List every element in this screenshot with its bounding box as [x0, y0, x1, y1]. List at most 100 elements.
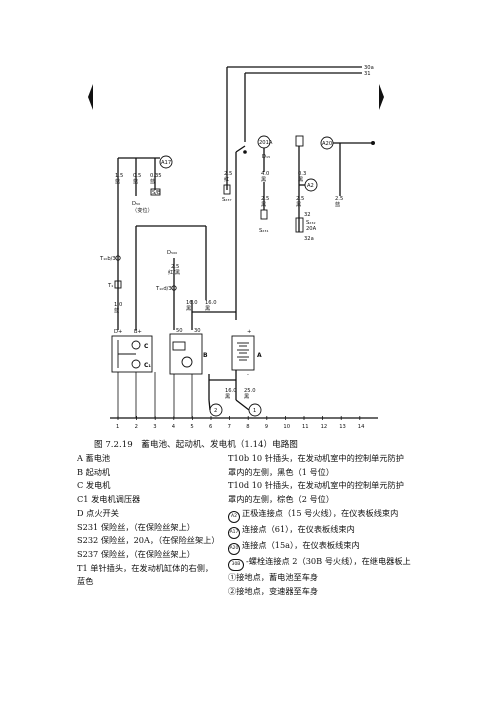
legend-item: S232 保险丝，20A，（在保险丝架上） — [77, 535, 220, 546]
wire-label-w13-size: 16.0 — [225, 388, 237, 394]
legend-item: B 起动机 — [77, 466, 111, 477]
grid-number: 1 — [116, 424, 119, 430]
legend-item: ②接地点，变速器至车身 — [228, 585, 418, 599]
grid-number: 8 — [246, 424, 249, 430]
legend-text: 连接点（61），在仪表板线束内 — [242, 523, 355, 534]
battery-terminal-minus: - — [247, 372, 249, 378]
legend-item: 蓝色 — [77, 576, 94, 587]
wire-label-w14-color: 黑 — [244, 393, 249, 400]
wire-label-w6-size: 0.3 — [298, 171, 306, 177]
wire-label-w6-color: 黑 — [298, 176, 303, 183]
wire-label-w5-color: 黑 — [261, 176, 266, 183]
wire-label-w8-color: 蓝 — [335, 200, 340, 208]
rail-label-30a: 30a — [364, 65, 374, 71]
legend-item: A 蓄电池 — [77, 453, 111, 463]
legend-symbol: ② — [228, 585, 237, 596]
starter-b — [169, 333, 203, 375]
wire-label-w14-size: 25.0 — [244, 388, 256, 394]
junction-a20-end — [371, 141, 375, 145]
fuse-s232-pin: 32 — [304, 212, 311, 218]
next-page-arrow[interactable] — [379, 84, 384, 110]
d50-note: （变位） — [132, 206, 153, 214]
ground-point-2-label: 2 — [214, 408, 217, 414]
starter-motor — [181, 356, 193, 368]
generator-label: C — [144, 343, 149, 350]
fuse-s232 — [295, 217, 304, 233]
grid-number: 2 — [135, 424, 138, 430]
legend-symbol: ① — [228, 571, 237, 582]
generator-terminal-dplus: D+ — [114, 329, 122, 335]
legend-item: ①接地点，蓄电池至车身 — [228, 571, 418, 585]
t10b-label: T₁₀b/3 — [99, 256, 116, 262]
t10d-label: T₁₀d/3 — [155, 286, 172, 292]
junction-switch — [243, 150, 247, 154]
grid-number: 14 — [358, 424, 365, 430]
wire-label-w1-size: 1.5 — [115, 173, 123, 179]
t1-connector — [114, 280, 122, 289]
wire-label-w11-color: 黑 — [186, 305, 191, 312]
legend-text: T10b 10 针插头，在发动机室中的控制单元防护 — [228, 453, 404, 463]
grid-number: 10 — [283, 424, 290, 430]
legend-item: T10b 10 针插头，在发动机室中的控制单元防护 — [228, 452, 418, 466]
grid-number: 5 — [190, 424, 193, 430]
legend-symbol: 30B — [228, 558, 244, 571]
legend-text: T10d 10 针插头，在发动机室中的控制单元防护 — [228, 480, 404, 491]
battery-terminal-plus: + — [247, 329, 251, 335]
figure-caption: 图 7.2.19 蓄电池、起动机、发电机（1.14）电路图 — [94, 440, 298, 450]
starter-terminal-30: 30 — [194, 328, 201, 334]
wire-label-w12-color: 黑 — [205, 305, 210, 312]
legend-symbol: A17 — [228, 526, 240, 539]
d50-terminal: S/B — [152, 190, 161, 196]
wiring-diagram: 30a 31 201A A20 D₁₅ 2.5 红 S₂₃₇ 4.0 黑 2.5… — [88, 65, 384, 430]
legend-right: T10b 10 针插头，在发动机室中的控制单元防护罩内的左侧，黑色（1 号位） T… — [228, 452, 418, 598]
connector-a2-label: A2 — [307, 183, 314, 189]
legend-item: 30B-螺栓连接点 2（30B 号火线），在继电器板上 — [228, 555, 418, 571]
legend-text: 接地点，变速器至车身 — [236, 585, 319, 596]
legend-text: -螺栓连接点 2（30B 号火线），在继电器板上 — [246, 555, 411, 566]
wire-label-w3-color: 蓝 — [150, 177, 155, 185]
wire-label-w7b-size: 2.5 — [296, 196, 304, 202]
wire-label-w9-color: 蓝 — [114, 306, 119, 314]
wire-label-w7b-color: 黑 — [296, 201, 301, 208]
wire-label-w4-size: 2.5 — [224, 171, 232, 177]
fuse-s237-label: S₂₃₇ — [222, 197, 232, 203]
wire-label-w7-size: 2.5 — [261, 196, 269, 202]
grid-number: 9 — [265, 424, 268, 430]
grid-number: 3 — [153, 424, 156, 430]
starter-label: B — [203, 352, 208, 359]
legend-item: 罩内的左侧，棕色（2 号位） — [228, 493, 418, 507]
wire-label-w7-color: 黑 — [261, 201, 266, 208]
connector-201a-label: 201A — [259, 140, 273, 146]
fuse-s231 — [260, 209, 268, 220]
legend-item: D 点火开关 — [77, 507, 119, 518]
fuse-s231-label: S₂₃₁ — [259, 228, 269, 234]
wire-label-w11-size: 16.0 — [186, 300, 198, 306]
legend-text: 接地点，蓄电池至车身 — [236, 571, 319, 582]
d50-terminal-box — [150, 188, 161, 196]
battery-a — [231, 335, 255, 371]
t10d-pin — [171, 285, 177, 291]
legend-item: S231 保险丝，（在保险丝架上） — [77, 521, 195, 532]
grid-number: 13 — [339, 424, 346, 430]
regulator-label: C₁ — [144, 362, 151, 369]
regulator-symbol — [131, 359, 141, 369]
rail-label-31: 31 — [364, 71, 371, 77]
grid-number: 11 — [302, 424, 309, 430]
legend-text: 罩内的左侧，黑色（1 号位） — [228, 466, 335, 477]
ground-1-stub — [235, 399, 250, 411]
grid-drop-lines — [117, 372, 193, 418]
switch-contact — [235, 145, 246, 153]
prev-page-arrow[interactable] — [88, 84, 93, 110]
fuse-s237 — [223, 184, 231, 195]
wire-label-w5-size: 4.0 — [261, 171, 269, 177]
starter-terminal-50: 50 — [176, 328, 183, 334]
generator-terminal-bplus: B+ — [134, 329, 142, 335]
wire-label-w10-size: 2.5 — [171, 264, 179, 270]
legend-item: C 发电机 — [77, 480, 111, 491]
wire-label-w2-size: 0.5 — [133, 173, 141, 179]
connector-30b-box — [295, 135, 304, 147]
wire-label-w3-size: 0.35 — [150, 173, 162, 179]
